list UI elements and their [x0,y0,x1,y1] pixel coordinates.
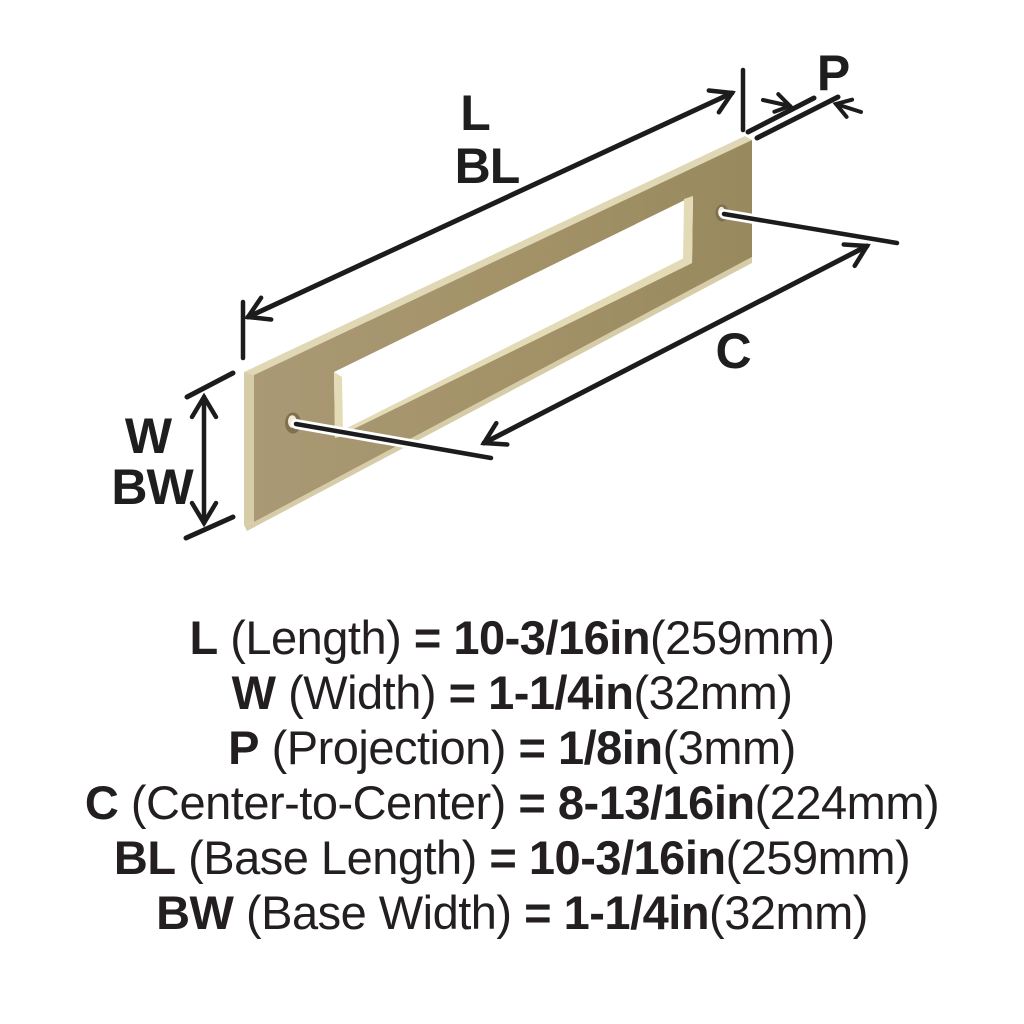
pull-diagram [183,67,902,541]
spec-value: = 10-3/16in [413,611,651,664]
dimension-annotations [183,67,902,541]
spec-name: (Length) [230,611,402,664]
spec-metric: (3mm) [662,721,797,774]
dim-line-length [248,93,732,317]
spec-name: (Width) [288,666,437,719]
spec-text-block: L (Length) = 10-3/16in(259mm) W (Width) … [0,610,1024,940]
spec-line-center-to-center: C (Center-to-Center) = 8-13/16in(224mm) [0,775,1024,830]
label-projection: P [816,45,850,101]
spec-line-width: W (Width) = 1-1/4in(32mm) [0,665,1024,720]
spec-abbr: W [231,666,276,719]
plate-front-face [254,140,752,522]
spec-value: = 10-3/16in [489,831,726,884]
label-base-width: BW [111,459,193,515]
spec-name: (Base Width) [245,886,512,939]
pull-plate [244,136,752,531]
spec-line-length: L (Length) = 10-3/16in(259mm) [0,610,1024,665]
spec-abbr: BW [156,886,234,939]
spec-name: (Center-to-Center) [130,776,506,829]
label-length: L [460,85,491,141]
spec-value: = 8-13/16in [518,776,755,829]
hole-leader-right [721,211,900,246]
spec-abbr: C [84,776,119,829]
width-extension-tick-bottom [183,514,236,541]
spec-value: = 1-1/4in [524,886,710,939]
label-width: W [124,408,172,464]
spec-metric: (259mm) [650,611,835,664]
spec-line-base-length: BL (Base Length) = 10-3/16in(259mm) [0,830,1024,885]
spec-metric: (32mm) [709,886,868,939]
width-extension-tick-top [184,370,236,400]
spec-value: = 1-1/4in [448,666,634,719]
spec-abbr: L [189,611,218,664]
projection-face-line-back [754,94,841,141]
projection-face-line-front [745,95,817,135]
spec-line-base-width: BW (Base Width) = 1-1/4in(32mm) [0,885,1024,940]
spec-metric: (32mm) [633,666,793,719]
projection-arrow-right [832,97,863,119]
projection-arrow-left [761,92,794,114]
spec-line-projection: P (Projection) = 1/8in(3mm) [0,720,1024,775]
label-base-length: BL [454,138,521,194]
cutout-inner-left-face [334,372,343,438]
spec-metric: (259mm) [725,831,911,884]
spec-abbr: BL [113,831,176,884]
dim-line-center-to-center [484,246,867,443]
spec-abbr: P [228,721,260,774]
spec-metric: (224mm) [754,776,940,829]
hole-leader-left [293,421,494,461]
spec-value: = 1/8in [518,721,663,774]
label-center-to-center: C [715,323,751,379]
cutout-inner-right-face [683,196,693,263]
plate-left-edge [244,372,254,525]
spec-name: (Base Length) [188,831,477,884]
spec-name: (Projection) [271,721,507,774]
